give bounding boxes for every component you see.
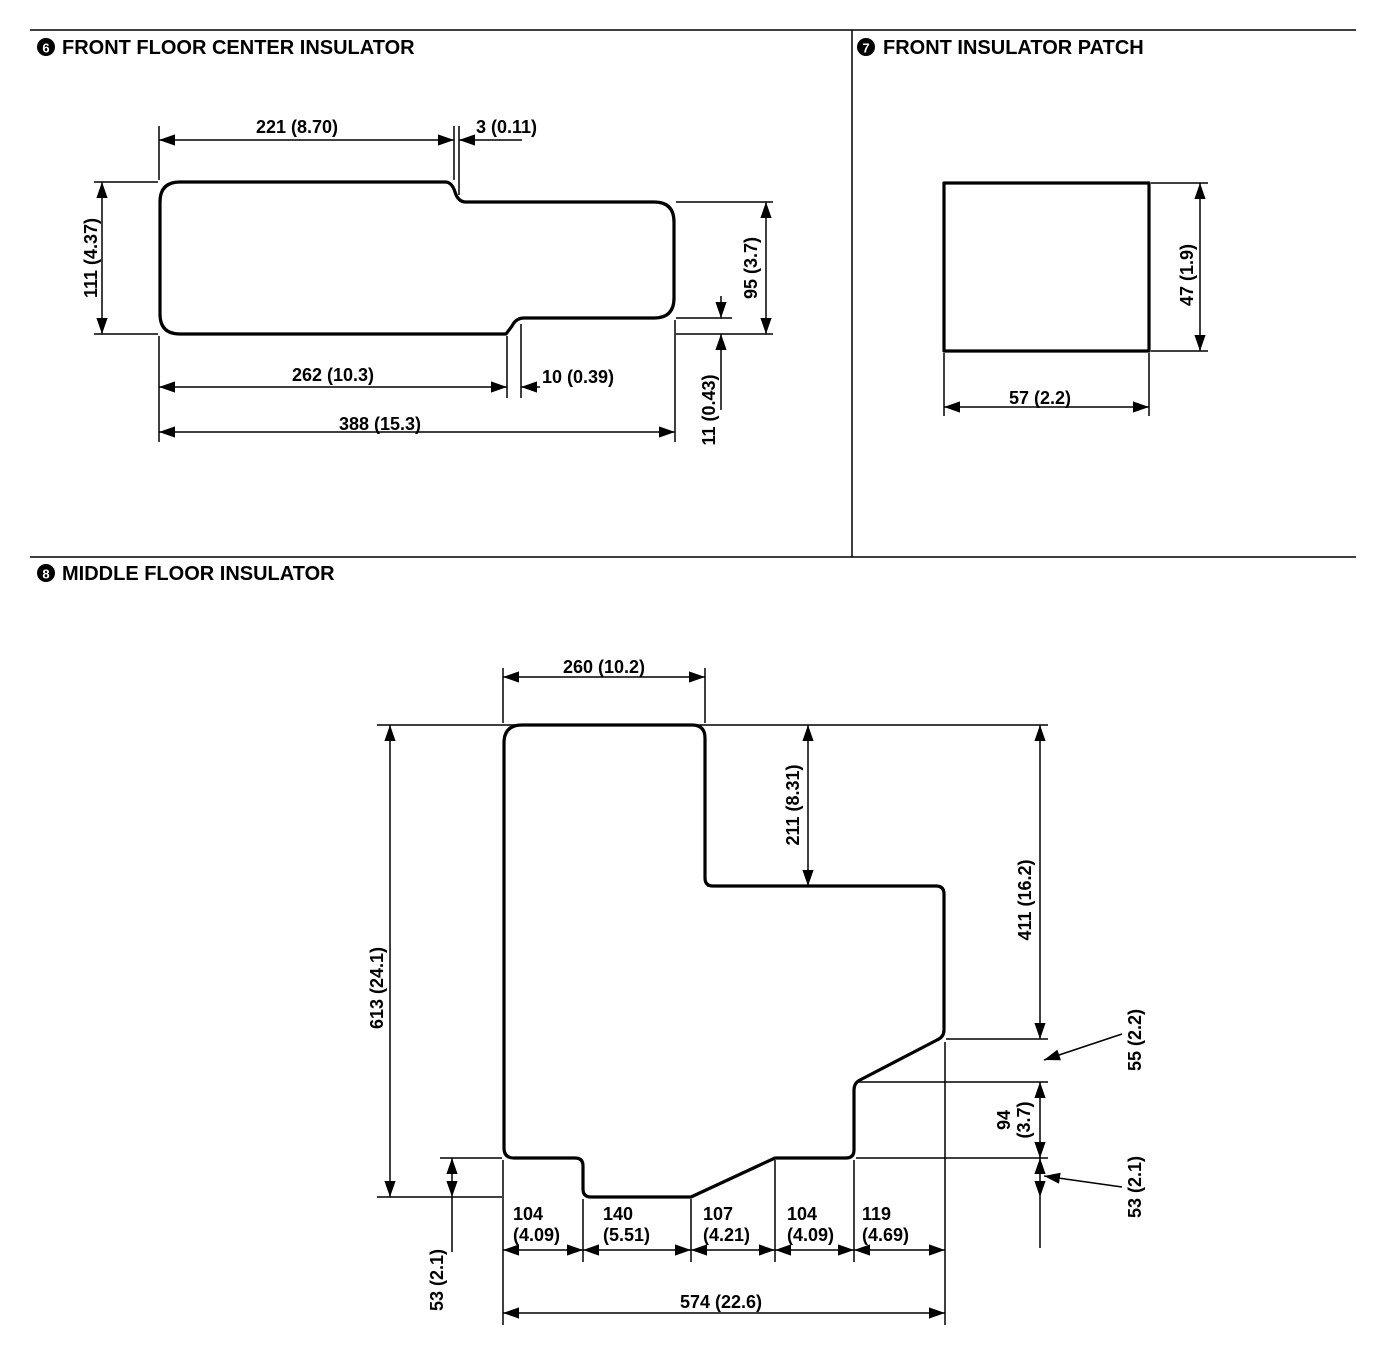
panel-title: MIDDLE FLOOR INSULATOR	[62, 563, 335, 585]
dim-segment-5-value: 119	[862, 1204, 891, 1224]
svg-text:7: 7	[862, 41, 869, 56]
svg-text:6: 6	[42, 41, 49, 56]
dim-left-bottom-step: 53 (2.1)	[427, 1249, 447, 1311]
dim-segment-3-value: 107	[703, 1204, 733, 1224]
dim-segment-5-inch: (4.69)	[862, 1225, 909, 1245]
dim-top-width: 260 (10.2)	[563, 657, 645, 677]
panel-number-badge: 7	[857, 38, 875, 56]
dim-patch-height: 47 (1.9)	[1177, 244, 1197, 306]
dim-notch-bottom: 10 (0.39)	[542, 367, 614, 387]
dim-chamfer-upper: 55 (2.2)	[1125, 1009, 1145, 1071]
dim-total-width: 388 (15.3)	[339, 414, 421, 434]
dim-mid-step-inch: (3.7)	[1014, 1101, 1034, 1138]
panel-number-badge: 6	[37, 38, 55, 56]
dim-notch-top: 3 (0.11)	[476, 117, 537, 137]
dim-bottom-width: 262 (10.3)	[292, 365, 374, 385]
dim-left-height: 111 (4.37)	[81, 218, 101, 298]
dim-total-width: 574 (22.6)	[680, 1292, 762, 1312]
dim-right-height: 411 (16.2)	[1015, 859, 1035, 940]
insulator-outline	[502, 723, 946, 1199]
panel-title: FRONT FLOOR CENTER INSULATOR	[62, 37, 415, 59]
svg-text:8: 8	[42, 567, 49, 582]
dim-patch-width: 57 (2.2)	[1009, 388, 1071, 408]
dim-mid-step-value: 94	[994, 1110, 1014, 1130]
dim-notch-depth: 211 (8.31)	[783, 764, 803, 845]
dim-segment-3-inch: (4.21)	[703, 1225, 750, 1245]
dim-bottom-step: 11 (0.43)	[699, 374, 719, 445]
insulator-outline	[158, 180, 676, 336]
panel-number-badge: 8	[37, 564, 55, 582]
dim-segment-1-inch: (4.09)	[513, 1225, 560, 1245]
dim-segment-1-value: 104	[513, 1204, 543, 1224]
dim-top-width: 221 (8.70)	[256, 117, 338, 137]
panel-title: FRONT INSULATOR PATCH	[883, 37, 1144, 59]
patch-outline	[942, 181, 1151, 353]
dim-segment-2-value: 140	[603, 1204, 633, 1224]
dim-segment-2-inch: (5.51)	[603, 1225, 650, 1245]
dim-segment-4-value: 104	[787, 1204, 817, 1224]
panel-front-floor-center-insulator: 6 FRONT FLOOR CENTER INSULATOR 221 (8.70…	[37, 37, 773, 446]
dim-right-height: 95 (3.7)	[741, 237, 761, 299]
dim-chamfer-lower: 53 (2.1)	[1125, 1156, 1145, 1218]
dim-segment-4-inch: (4.09)	[787, 1225, 834, 1245]
dim-total-height: 613 (24.1)	[367, 947, 387, 1029]
panel-middle-floor-insulator: 8 MIDDLE FLOOR INSULATOR 260 (10.2) 211 …	[37, 563, 1145, 1325]
panel-front-insulator-patch: 7 FRONT INSULATOR PATCH 47 (1.9) 57 (2.2…	[857, 37, 1208, 416]
